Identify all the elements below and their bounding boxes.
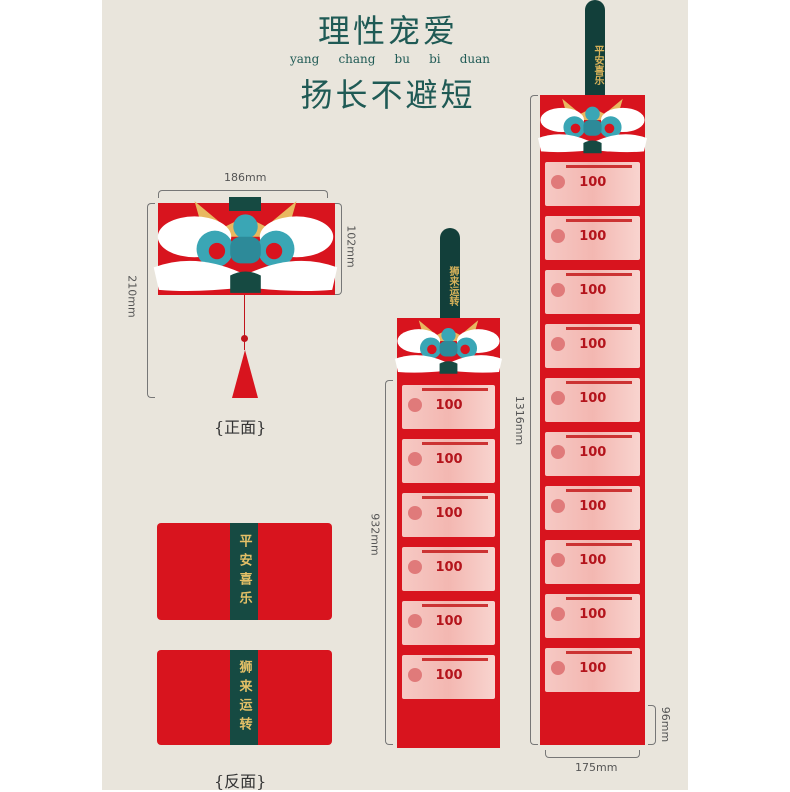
banknote-header: [422, 603, 488, 607]
pinyin: chang: [338, 52, 376, 66]
total-height-bracket: [147, 203, 155, 398]
lion-face-image: [538, 98, 647, 154]
banknote: 100: [545, 162, 640, 206]
back-label: {反面}: [214, 772, 267, 791]
stick-text-short: 狮来运转: [440, 228, 460, 323]
banknote: 100: [402, 385, 495, 429]
banknote-value: 100: [579, 661, 607, 677]
banknote-header: [422, 495, 488, 499]
banknote-value: 100: [579, 283, 607, 299]
banknote: 100: [545, 216, 640, 260]
banknote: 100: [402, 493, 495, 537]
height-bracket: [334, 203, 342, 295]
banknote: 100: [545, 270, 640, 314]
banknote-header: [422, 387, 488, 391]
banknote-value: 100: [579, 445, 607, 461]
banknote-header: [565, 272, 633, 276]
banknote-seal: [550, 337, 565, 352]
banknote-value: 100: [579, 607, 607, 623]
title-line-2: 扬长不避短: [300, 76, 476, 114]
lion-face-image: [153, 201, 338, 293]
banknote: 100: [402, 655, 495, 699]
stick-text-long: 平安喜乐: [585, 0, 605, 100]
short-length-bracket: [385, 380, 393, 745]
banknote-value: 100: [579, 229, 607, 245]
total-height-label: 210mm: [125, 275, 139, 318]
pinyin-row: yang chang bu bi duan: [290, 52, 490, 66]
banknote-seal: [407, 398, 422, 413]
long-length-label: 1316mm: [513, 395, 527, 446]
banknote-value: 100: [435, 506, 463, 522]
banknote-value: 100: [435, 560, 463, 576]
banknote-seal: [407, 452, 422, 467]
width-bracket: [158, 190, 328, 198]
banknote-header: [565, 164, 633, 168]
banknote: 100: [545, 648, 640, 692]
banknote-seal: [407, 614, 422, 629]
band-text-2: 狮来运转: [230, 650, 258, 745]
banknote: 100: [545, 432, 640, 476]
banknote-seal: [550, 175, 565, 190]
long-length-bracket: [530, 95, 538, 745]
banknote-header: [422, 657, 488, 661]
banknote-seal: [550, 229, 565, 244]
banknote-seal: [550, 553, 565, 568]
bottom-bracket: [648, 705, 656, 745]
tassel-icon: [232, 350, 258, 398]
banknote: 100: [402, 547, 495, 591]
banknote: 100: [545, 324, 640, 368]
banknote-seal: [407, 506, 422, 521]
banknote-header: [565, 596, 633, 600]
banknote-header: [422, 441, 488, 445]
banknote: 100: [545, 486, 640, 530]
banknote-value: 100: [435, 452, 463, 468]
banknote-header: [565, 326, 633, 330]
banknote-seal: [550, 499, 565, 514]
pinyin: duan: [459, 52, 490, 66]
banknote: 100: [402, 439, 495, 483]
banknote-seal: [550, 661, 565, 676]
banknote-value: 100: [579, 337, 607, 353]
banknote: 100: [545, 540, 640, 584]
banknote-seal: [407, 668, 422, 683]
banknote-header: [422, 549, 488, 553]
bottom-label: 96mm: [659, 706, 673, 743]
banknote-header: [565, 380, 633, 384]
banknote-seal: [550, 283, 565, 298]
title-line-1: 理性宠爱: [317, 12, 458, 50]
banknote-seal: [550, 445, 565, 460]
banknote-value: 100: [579, 553, 607, 569]
strip-width-label: 175mm: [572, 761, 621, 774]
banknote-value: 100: [579, 175, 607, 191]
band-text-1: 平安喜乐: [230, 523, 258, 620]
banknote-header: [565, 218, 633, 222]
banknote-header: [565, 434, 633, 438]
banknote-value: 100: [435, 668, 463, 684]
lion-face-image: [395, 320, 502, 374]
pinyin: bu: [394, 52, 410, 66]
banknote-seal: [550, 391, 565, 406]
banknote: 100: [545, 378, 640, 422]
tassel-bead: [241, 335, 248, 342]
banknote-seal: [407, 560, 422, 575]
banknote-value: 100: [435, 398, 463, 414]
banknote: 100: [402, 601, 495, 645]
banknote-value: 100: [435, 614, 463, 630]
banknote-seal: [550, 607, 565, 622]
banknote-header: [565, 488, 633, 492]
banknote-header: [565, 542, 633, 546]
width-label: 186mm: [224, 171, 267, 184]
tassel-cord: [244, 295, 245, 350]
pinyin: bi: [429, 52, 441, 66]
banknote-header: [565, 650, 633, 654]
banknote-value: 100: [579, 391, 607, 407]
green-tab: [229, 197, 261, 211]
pinyin: yang: [290, 52, 320, 66]
strip-width-bracket: [545, 750, 640, 758]
banknote-value: 100: [579, 499, 607, 515]
height-label: 102mm: [344, 225, 358, 268]
banknote: 100: [545, 594, 640, 638]
front-label: {正面}: [214, 418, 267, 437]
short-length-label: 932mm: [368, 513, 382, 556]
